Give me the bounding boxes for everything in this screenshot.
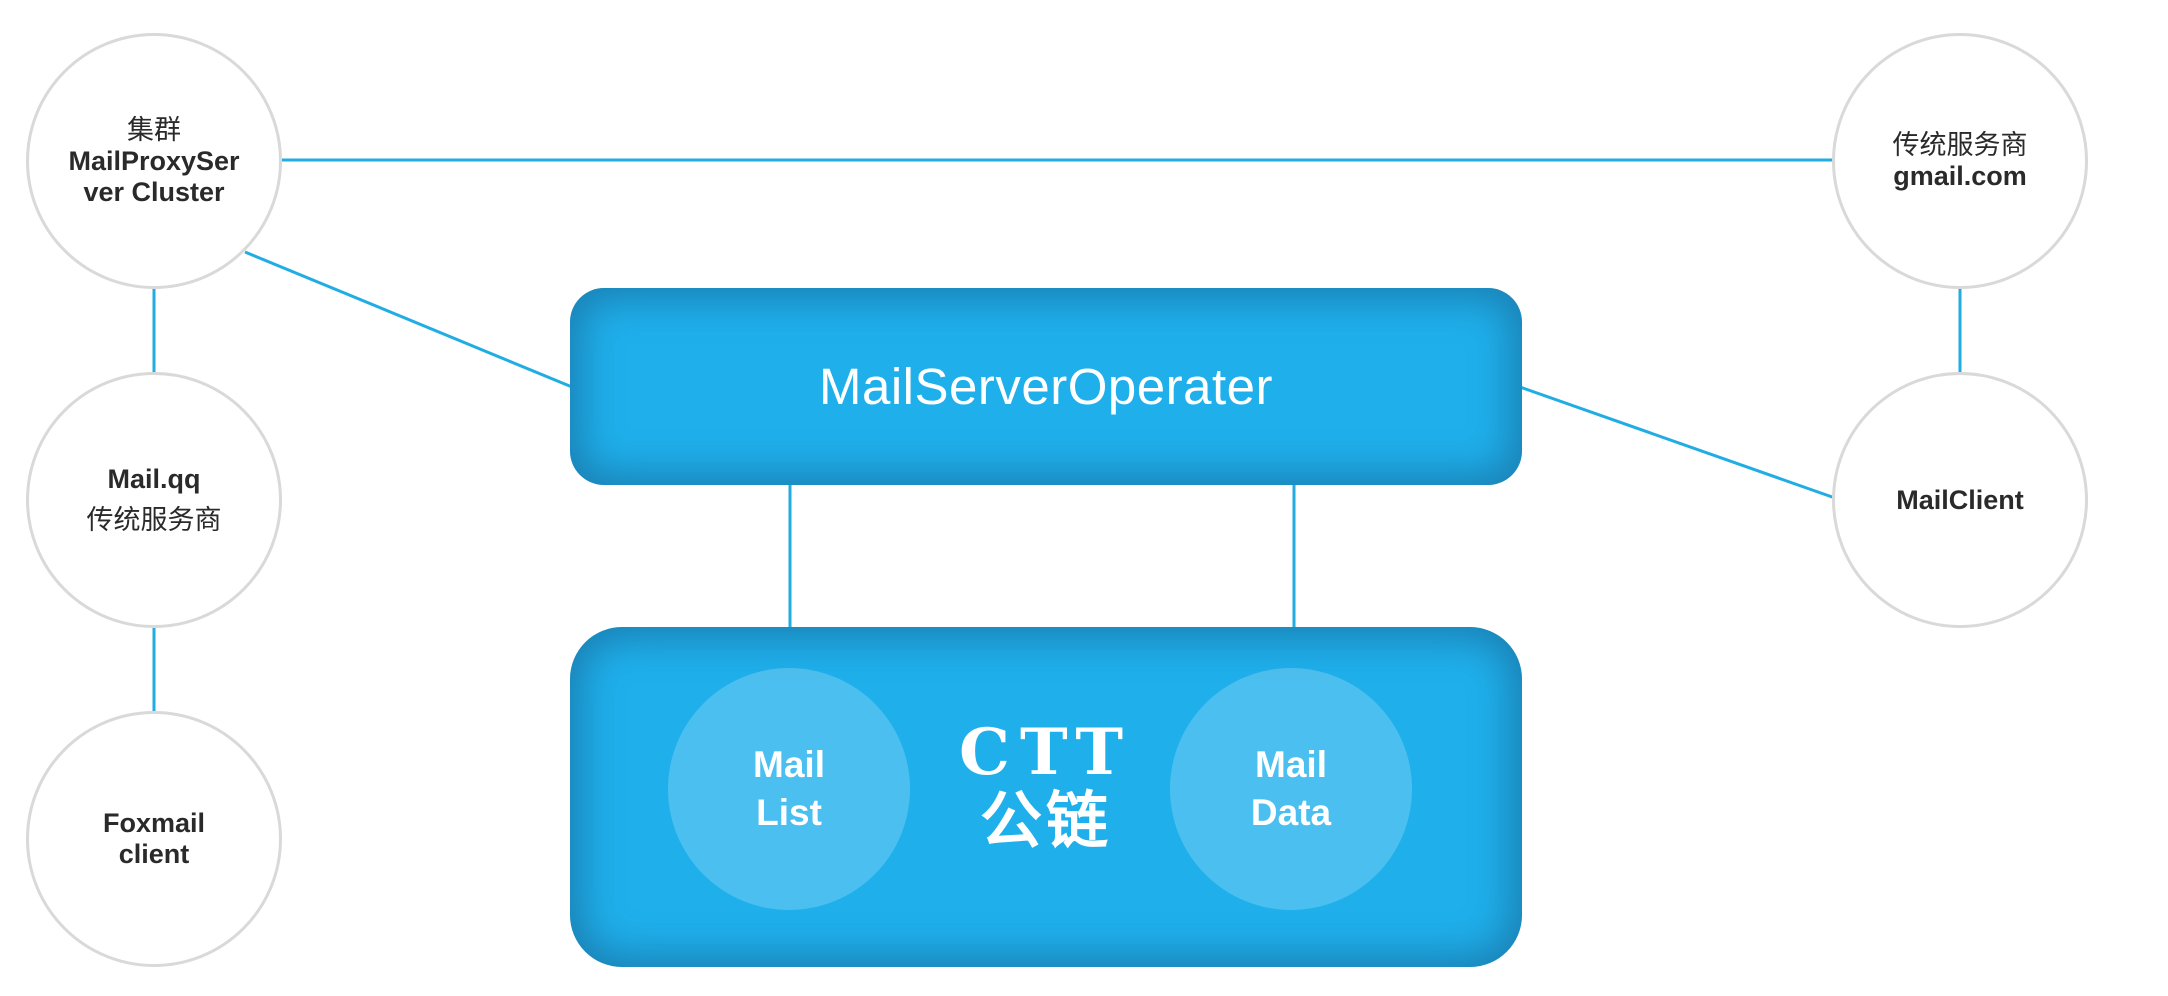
ctt-public-chain-box: Mail List CTT 公链 Mail Data xyxy=(570,627,1522,967)
mail-list-line2: List xyxy=(756,792,822,833)
node-label-line2: gmail.com xyxy=(1893,161,2027,191)
ctt-title-line2: 公链 xyxy=(979,784,1112,857)
node-label-line1: 集群 xyxy=(127,114,181,145)
node-label-line2: client xyxy=(118,839,190,869)
mail-data-circle: Mail Data xyxy=(1170,668,1412,910)
operator-label: MailServerOperater xyxy=(819,358,1273,415)
node-label-line1: Mail.qq xyxy=(107,464,201,494)
ctt-title-line1: CTT xyxy=(959,715,1133,790)
mail-data-line2: Data xyxy=(1250,792,1332,833)
node-mailproxyserver-cluster: 集群 MailProxySer ver Cluster xyxy=(26,33,282,289)
node-label-line1: Foxmail xyxy=(102,808,206,838)
node-mail-qq: Mail.qq 传统服务商 xyxy=(26,372,282,628)
node-gmail: 传统服务商 gmail.com xyxy=(1832,33,2088,289)
node-foxmail-client: Foxmail client xyxy=(26,711,282,967)
edge-operator-mailclient xyxy=(1519,385,1836,500)
mail-list-line1: Mail xyxy=(753,744,825,785)
node-label-line3: ver Cluster xyxy=(83,176,225,207)
mail-data-line1: Mail xyxy=(1255,744,1327,785)
mail-server-operator-box: MailServerOperater xyxy=(570,288,1522,485)
mail-list-circle: Mail List xyxy=(668,668,910,910)
node-label-line1: MailClient xyxy=(1896,484,2024,515)
node-mailclient: MailClient xyxy=(1832,372,2088,628)
edge-cluster-operator xyxy=(244,250,573,389)
node-label-line2: MailProxySer xyxy=(68,145,240,176)
node-label-line1: 传统服务商 xyxy=(1892,130,2028,160)
node-label-line2: 传统服务商 xyxy=(86,505,222,535)
ctt-title: CTT 公链 xyxy=(911,719,1181,855)
